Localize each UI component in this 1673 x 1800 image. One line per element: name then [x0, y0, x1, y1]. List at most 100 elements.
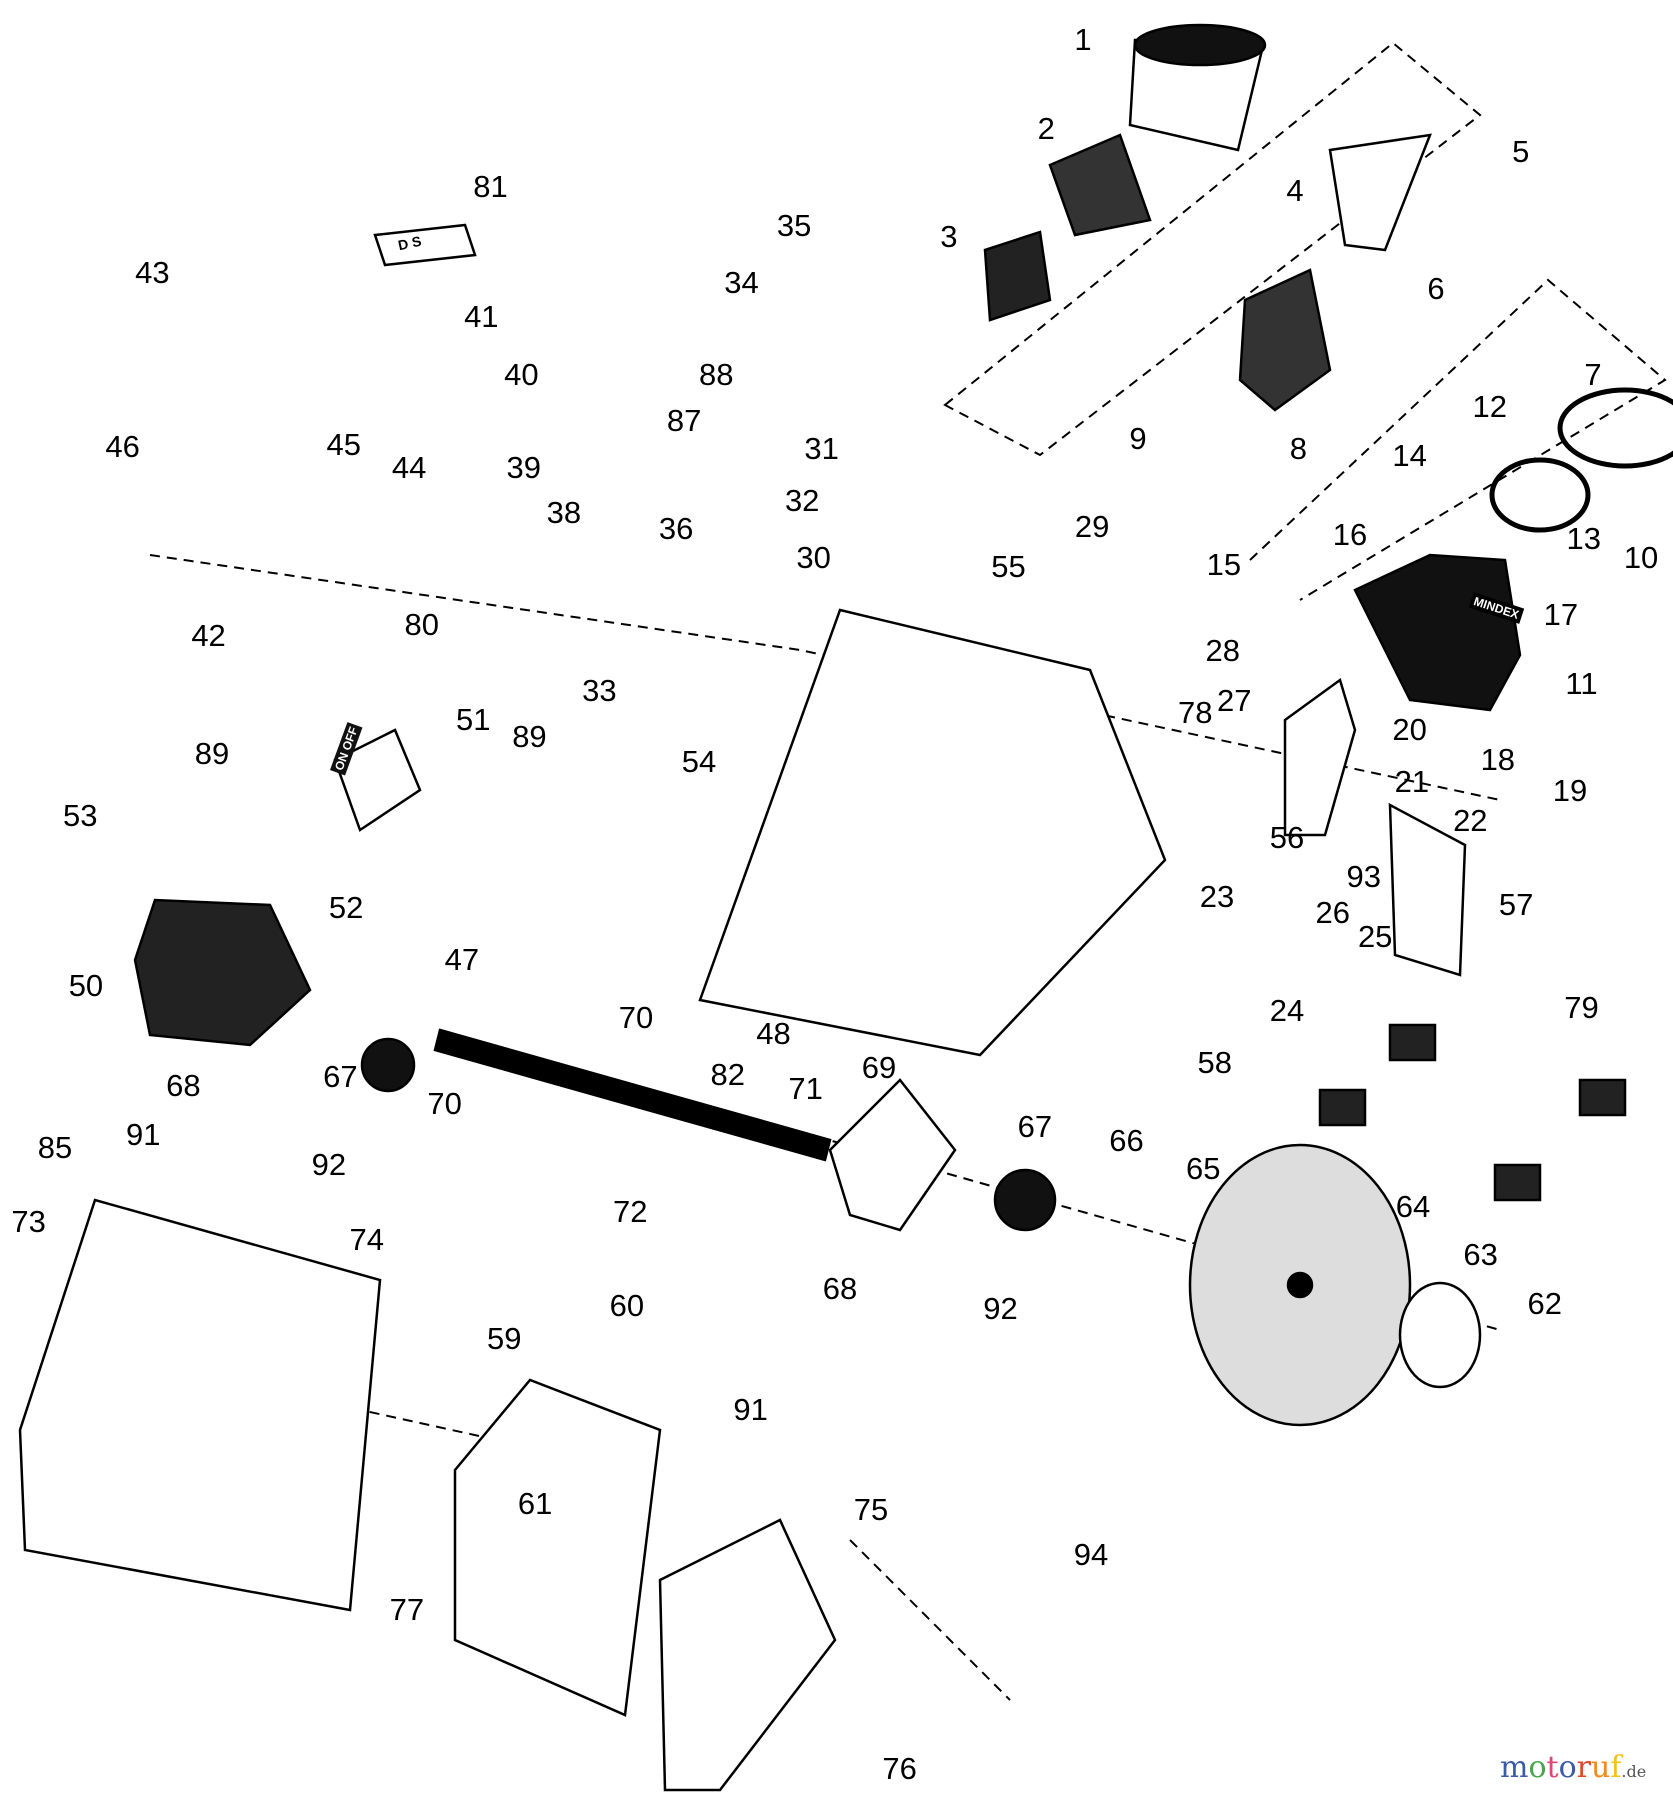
part-label-6: 6 [1427, 270, 1445, 306]
part-label-20: 20 [1392, 712, 1427, 747]
part-2-filter [1048, 133, 1152, 237]
part-label-26: 26 [1315, 895, 1351, 931]
part-label-63: 63 [1463, 1236, 1498, 1272]
part-3-bushing [983, 230, 1052, 322]
part-label-45: 45 [326, 426, 362, 462]
part-label-67: 67 [1017, 1108, 1053, 1144]
part-label-50: 50 [68, 967, 104, 1003]
part-label-89: 89 [194, 736, 230, 772]
part-label-32: 32 [784, 482, 820, 518]
part-54-base [698, 608, 1167, 1057]
part-label-89: 89 [512, 718, 547, 754]
part-label-61: 61 [517, 1485, 553, 1521]
part-label-70: 70 [618, 999, 654, 1035]
part-label-47: 47 [444, 942, 480, 978]
part-label-1: 1 [1074, 22, 1092, 58]
part-label-82: 82 [710, 1056, 745, 1092]
part-label-29: 29 [1074, 509, 1110, 545]
part-57-plate [1388, 802, 1467, 977]
part-label-69: 69 [861, 1050, 897, 1086]
part-label-5: 5 [1512, 134, 1530, 170]
part-label-54: 54 [681, 744, 717, 780]
part-label-23: 23 [1199, 879, 1235, 915]
part-label-7: 7 [1584, 356, 1602, 392]
part-label-72: 72 [613, 1194, 648, 1230]
part-label-13: 13 [1566, 520, 1602, 556]
part-label-38: 38 [546, 495, 582, 531]
part-label-67: 67 [323, 1059, 358, 1095]
part-63-flange [1398, 1281, 1482, 1389]
part-label-8: 8 [1289, 431, 1308, 467]
part-label-59: 59 [486, 1320, 522, 1356]
part-label-16: 16 [1332, 517, 1368, 553]
part-label-68: 68 [822, 1271, 858, 1307]
part-67-bearing-2 [993, 1168, 1057, 1232]
part-shapes [18, 23, 1673, 1792]
part-label-77: 77 [389, 1592, 425, 1628]
part-6-chuck [1238, 268, 1332, 412]
part-label-15: 15 [1206, 546, 1242, 582]
part-label-66: 66 [1109, 1123, 1144, 1159]
part-label-92: 92 [983, 1290, 1018, 1326]
part-label-28: 28 [1205, 632, 1241, 668]
part-51-switch [333, 728, 422, 832]
part-label-93: 93 [1346, 858, 1381, 894]
part-label-62: 62 [1527, 1286, 1563, 1322]
part-label-36: 36 [658, 511, 694, 547]
part-label-60: 60 [609, 1288, 645, 1324]
part-label-25: 25 [1357, 919, 1393, 955]
part-label-78: 78 [1178, 694, 1213, 730]
part-label-65: 65 [1186, 1150, 1221, 1186]
part-label-85: 85 [37, 1130, 73, 1166]
watermark-suffix: .de [1621, 1762, 1647, 1781]
part-label-64: 64 [1395, 1188, 1431, 1224]
part-5-holder [1328, 133, 1432, 252]
part-label-30: 30 [796, 540, 831, 576]
part-71-rotor [433, 1028, 832, 1162]
part-label-14: 14 [1392, 438, 1427, 474]
part-label-2: 2 [1037, 111, 1055, 147]
part-label-33: 33 [582, 673, 617, 709]
part-label-68: 68 [166, 1068, 201, 1104]
part-label-42: 42 [191, 618, 226, 654]
part-label-3: 3 [940, 219, 958, 255]
part-label-88: 88 [699, 356, 734, 392]
part-label-9: 9 [1129, 420, 1147, 456]
part-label-34: 34 [724, 265, 759, 301]
part-label-10: 10 [1623, 540, 1659, 576]
part-label-39: 39 [506, 449, 541, 485]
part-label-81: 81 [473, 168, 508, 204]
part-label-35: 35 [776, 207, 812, 243]
part-label-76: 76 [882, 1751, 917, 1787]
watermark-logo: motoruf.de [1500, 1750, 1647, 1785]
part-label-24: 24 [1269, 992, 1305, 1028]
part-50-stator [133, 898, 312, 1047]
part-label-80: 80 [404, 606, 439, 642]
part-label-12: 12 [1472, 388, 1508, 424]
part-label-87: 87 [666, 402, 702, 438]
part-label-53: 53 [62, 797, 98, 833]
part-label-52: 52 [328, 889, 364, 925]
part-label-41: 41 [464, 299, 499, 335]
part-label-40: 40 [504, 356, 539, 392]
part-label-48: 48 [756, 1015, 791, 1051]
part-73-cover [18, 1198, 382, 1612]
part-label-56: 56 [1269, 819, 1305, 855]
part-label-46: 46 [105, 428, 140, 464]
part-label-73: 73 [11, 1203, 46, 1239]
part-label-55: 55 [991, 549, 1026, 585]
part-label-71: 71 [788, 1070, 823, 1106]
part-label-91: 91 [126, 1116, 161, 1152]
part-20-arm [1283, 677, 1357, 837]
part-81-plate [373, 223, 477, 267]
part-label-70: 70 [427, 1085, 462, 1121]
part-label-58: 58 [1197, 1045, 1232, 1081]
part-label-57: 57 [1498, 887, 1534, 923]
part-59-guard [453, 1378, 662, 1717]
part-label-19: 19 [1552, 772, 1588, 808]
part-label-43: 43 [135, 254, 170, 290]
part-label-27: 27 [1216, 683, 1252, 719]
part-label-79: 79 [1564, 990, 1599, 1026]
